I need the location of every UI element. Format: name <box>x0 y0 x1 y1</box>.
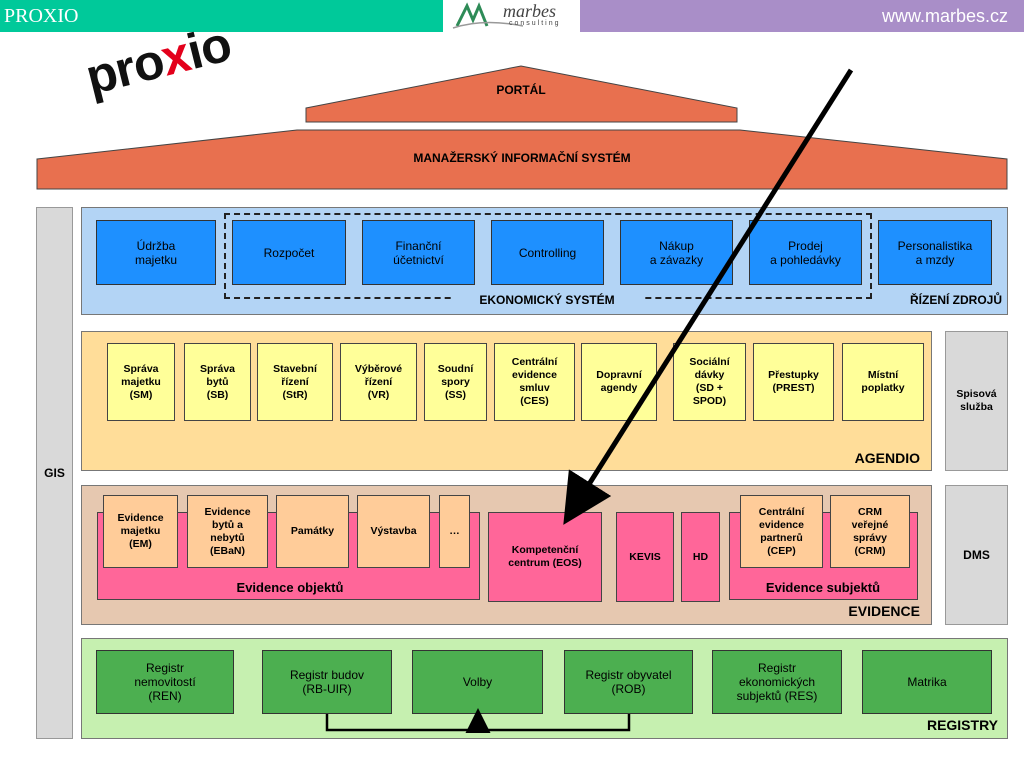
marbes-logo: marbes consulting <box>443 0 580 32</box>
logo-sub: consulting <box>509 20 561 27</box>
ekonom-item-udrzba[interactable]: Údržba majetku <box>96 220 216 285</box>
evidence-item-vystavba[interactable]: Výstavba <box>357 495 430 568</box>
kevis-box[interactable]: KEVIS <box>616 512 674 602</box>
agendio-item-ss[interactable]: Soudní spory (SS) <box>424 343 487 421</box>
evidence-item-pamatky[interactable]: Památky <box>276 495 349 568</box>
rizeni-zdroju-label: ŘÍZENÍ ZDROJŮ <box>909 293 1002 307</box>
evidence-subjektu-label: Evidence subjektů <box>765 580 881 595</box>
agendio-item-mistni[interactable]: Místní poplatky <box>842 343 924 421</box>
ekonom-item-personalistika[interactable]: Personalistika a mzdy <box>878 220 992 285</box>
ekonom-item-controlling[interactable]: Controlling <box>491 220 604 285</box>
agendio-item-sb[interactable]: Správa bytů (SB) <box>184 343 251 421</box>
dms-column[interactable]: DMS <box>945 485 1008 625</box>
evidence-label: EVIDENCE <box>848 603 920 619</box>
mis-label[interactable]: MANAŽERSKÝ INFORMAČNÍ SYSTÉM <box>413 151 631 165</box>
agendio-item-dopravni[interactable]: Dopravní agendy <box>581 343 657 421</box>
registry-item-rob[interactable]: Registr obyvatel (ROB) <box>564 650 693 714</box>
registry-item-ren[interactable]: Registr nemovitostí (REN) <box>96 650 234 714</box>
agendio-item-sd[interactable]: Sociální dávky (SD + SPOD) <box>673 343 746 421</box>
registry-item-res[interactable]: Registr ekonomických subjektů (RES) <box>712 650 842 714</box>
ekonomicky-system-label: EKONOMICKÝ SYSTÉM <box>452 292 642 308</box>
marbes-logo-mark <box>452 2 524 29</box>
gis-column[interactable]: GIS <box>36 207 73 739</box>
registry-item-matrika[interactable]: Matrika <box>862 650 992 714</box>
evidence-item-cep[interactable]: Centrální evidence partnerů (CEP) <box>740 495 823 568</box>
logo-word: marbes <box>503 1 556 21</box>
roof-shapes <box>36 65 1008 190</box>
header-purple-segment: www.marbes.cz <box>580 0 1024 32</box>
ekonom-item-rozpocet[interactable]: Rozpočet <box>232 220 346 285</box>
agendio-item-ces[interactable]: Centrální evidence smluv (CES) <box>494 343 575 421</box>
registry-label: REGISTRY <box>926 717 998 733</box>
spisova-sluzba[interactable]: Spisová služba <box>945 331 1008 471</box>
ekonom-item-nakup[interactable]: Nákup a závazky <box>620 220 733 285</box>
evidence-item-eban[interactable]: Evidence bytů a nebytů (EBaN) <box>187 495 268 568</box>
registry-item-volby[interactable]: Volby <box>412 650 543 714</box>
header-url[interactable]: www.marbes.cz <box>881 6 1008 26</box>
agendio-item-sm[interactable]: Správa majetku (SM) <box>107 343 175 421</box>
evidence-item-em[interactable]: Evidence majetku (EM) <box>103 495 178 568</box>
hd-box[interactable]: HD <box>681 512 720 602</box>
portal-label[interactable]: PORTÁL <box>496 83 546 97</box>
agendio-item-str[interactable]: Stavební řízení (StR) <box>257 343 333 421</box>
agendio-item-prest[interactable]: Přestupky (PREST) <box>753 343 834 421</box>
header-product-name: PROXIO <box>4 5 79 27</box>
evidence-objektu-label: Evidence objektů <box>236 580 344 595</box>
header-bar: PROXIO marbes consulting www.marbes.cz <box>0 0 1024 32</box>
kompetencni-centrum-eos[interactable]: Kompetenční centrum (EOS) <box>488 512 602 602</box>
evidence-item-more[interactable]: … <box>439 495 470 568</box>
ekonom-item-prodej[interactable]: Prodej a pohledávky <box>749 220 862 285</box>
agendio-item-vr[interactable]: Výběrové řízení (VR) <box>340 343 417 421</box>
registry-item-rb-uir[interactable]: Registr budov (RB-UIR) <box>262 650 392 714</box>
ekonom-item-financni[interactable]: Finanční účetnictví <box>362 220 475 285</box>
header-green-segment: PROXIO <box>0 0 443 32</box>
evidence-item-crm[interactable]: CRM veřejné správy (CRM) <box>830 495 910 568</box>
agendio-label: AGENDIO <box>854 450 920 466</box>
